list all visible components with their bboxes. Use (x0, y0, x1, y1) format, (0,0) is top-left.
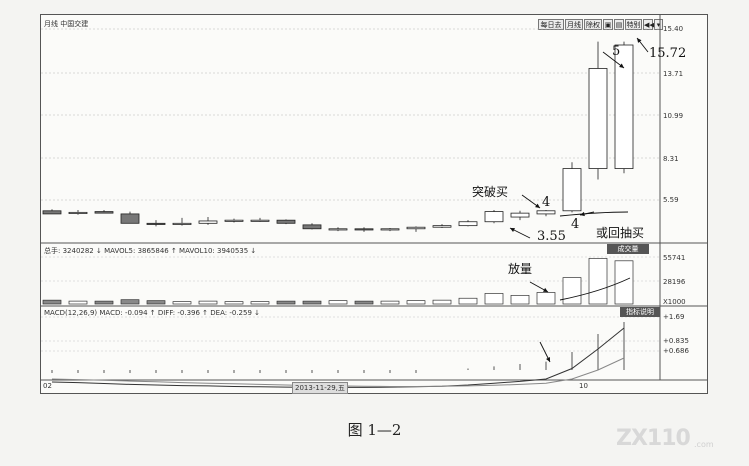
volume-bar-2 (94, 300, 114, 305)
candle-body-11 (328, 228, 348, 231)
candle-body-12 (354, 228, 374, 231)
candle-body-13 (380, 228, 400, 231)
volume-bar-7 (224, 301, 244, 305)
candle-body-5 (172, 222, 192, 225)
candle-body-19 (536, 210, 556, 215)
annotation-fangliang: 放量 (508, 262, 533, 276)
toolbar-button-6[interactable]: ◀◀ (643, 19, 655, 30)
volume-bar-8 (250, 301, 270, 305)
toolbar-button-7[interactable]: ▾ (654, 19, 663, 30)
toolbar-button-1[interactable]: 月线 (565, 19, 583, 30)
volume-bar-4 (146, 300, 166, 305)
macd-tick-2: +0.686 (663, 347, 689, 355)
volume-bar-21 (588, 258, 608, 305)
annotation-huichou: 或回抽买 (596, 226, 645, 240)
x-tick-0: 02 (43, 382, 52, 390)
volume-bar-16 (458, 297, 478, 305)
volume-bar-22 (614, 260, 634, 305)
pullback-curve (559, 211, 629, 217)
price-tick-2: 10.99 (663, 112, 684, 120)
volume-bar-3 (120, 299, 140, 305)
volume-trend-curve (559, 277, 631, 301)
candle-body-20 (562, 168, 582, 212)
candle-body-21 (588, 68, 608, 169)
candle-body-4 (146, 222, 166, 225)
x-tick-2: 10 (579, 382, 588, 390)
arrow-3-55-head (510, 228, 515, 232)
macd-diff-line (51, 327, 625, 388)
arrow-15-72-head (637, 38, 642, 43)
candle-body-22 (614, 44, 634, 169)
volume-bar-10 (302, 300, 322, 305)
candle-body-7 (224, 219, 244, 222)
macd-tick-0: +1.69 (663, 313, 685, 321)
candle-body-3 (120, 213, 140, 224)
macd-tag: 指标说明 (620, 307, 660, 317)
candle-body-14 (406, 226, 426, 230)
arrow-5-head (619, 63, 624, 68)
candle-body-1 (68, 211, 88, 214)
volume-bar-6 (198, 300, 218, 305)
figure-caption: 图 1—2 (347, 421, 402, 439)
volume-tick-2: X1000 (663, 298, 686, 306)
candle-body-9 (276, 219, 296, 224)
volume-tick-1: 28196 (663, 278, 686, 286)
candle-body-16 (458, 221, 478, 227)
volume-bar-0 (42, 299, 62, 305)
x-tick-1: 2013-11-29,五 (292, 382, 348, 394)
volume-bar-13 (380, 300, 400, 305)
volume-bar-9 (276, 300, 296, 305)
candle-body-0 (42, 210, 62, 215)
toolbar-button-4[interactable]: ▤ (614, 19, 624, 30)
candle-body-8 (250, 219, 270, 222)
volume-bar-12 (354, 300, 374, 305)
annotation-4a: 4 (542, 195, 551, 210)
annotation-3-55: 3.55 (537, 229, 566, 244)
annotation-15-72: 15.72 (649, 46, 687, 61)
arrow-macd-head (546, 357, 550, 362)
toolbar-button-5[interactable]: 特别 (625, 19, 642, 30)
toolbar-button-0[interactable]: 每日去 (538, 19, 564, 30)
price-tick-3: 8.31 (663, 155, 679, 163)
macd-tick-1: +0.835 (663, 337, 689, 345)
annotation-5: 5 (612, 44, 621, 59)
arrow-tupo-head (535, 203, 540, 208)
macd-header: MACD(12,26,9) MACD: -0.094 ↑ DIFF: -0.39… (44, 309, 260, 317)
volume-tag: 成交量 (607, 244, 649, 254)
watermark-suffix: .com (694, 440, 714, 449)
volume-bar-15 (432, 299, 452, 305)
volume-bar-11 (328, 300, 348, 305)
arrow-fangliang-head (543, 287, 548, 292)
volume-header: 总手: 3240282 ↓ MAVOL5: 3865846 ↑ MAVOL10:… (44, 247, 257, 255)
volume-bar-20 (562, 277, 582, 305)
volume-bar-17 (484, 293, 504, 305)
candle-body-17 (484, 211, 504, 223)
volume-bar-5 (172, 301, 192, 305)
candle-body-6 (198, 220, 218, 224)
volume-bar-18 (510, 295, 530, 305)
volume-bar-19 (536, 292, 556, 305)
annotation-tupo: 突破买 (472, 185, 509, 199)
volume-bar-1 (68, 300, 88, 305)
price-tick-0: 15.40 (663, 25, 684, 33)
price-tick-4: 5.59 (663, 196, 679, 204)
volume-bar-14 (406, 300, 426, 305)
price-tick-1: 13.71 (663, 70, 684, 78)
candle-body-15 (432, 225, 452, 228)
volume-tick-0: 55741 (663, 254, 686, 262)
candle-body-10 (302, 224, 322, 230)
annotation-4b: 4 (571, 217, 580, 232)
toolbar-button-2[interactable]: 除权 (584, 19, 602, 30)
candle-body-2 (94, 211, 114, 214)
toolbar-button-3[interactable]: ▣ (603, 19, 613, 30)
candle-body-18 (510, 212, 530, 218)
chart-title: 月线 中国交建 (44, 20, 89, 28)
watermark-logo: ZX110 (616, 426, 691, 451)
